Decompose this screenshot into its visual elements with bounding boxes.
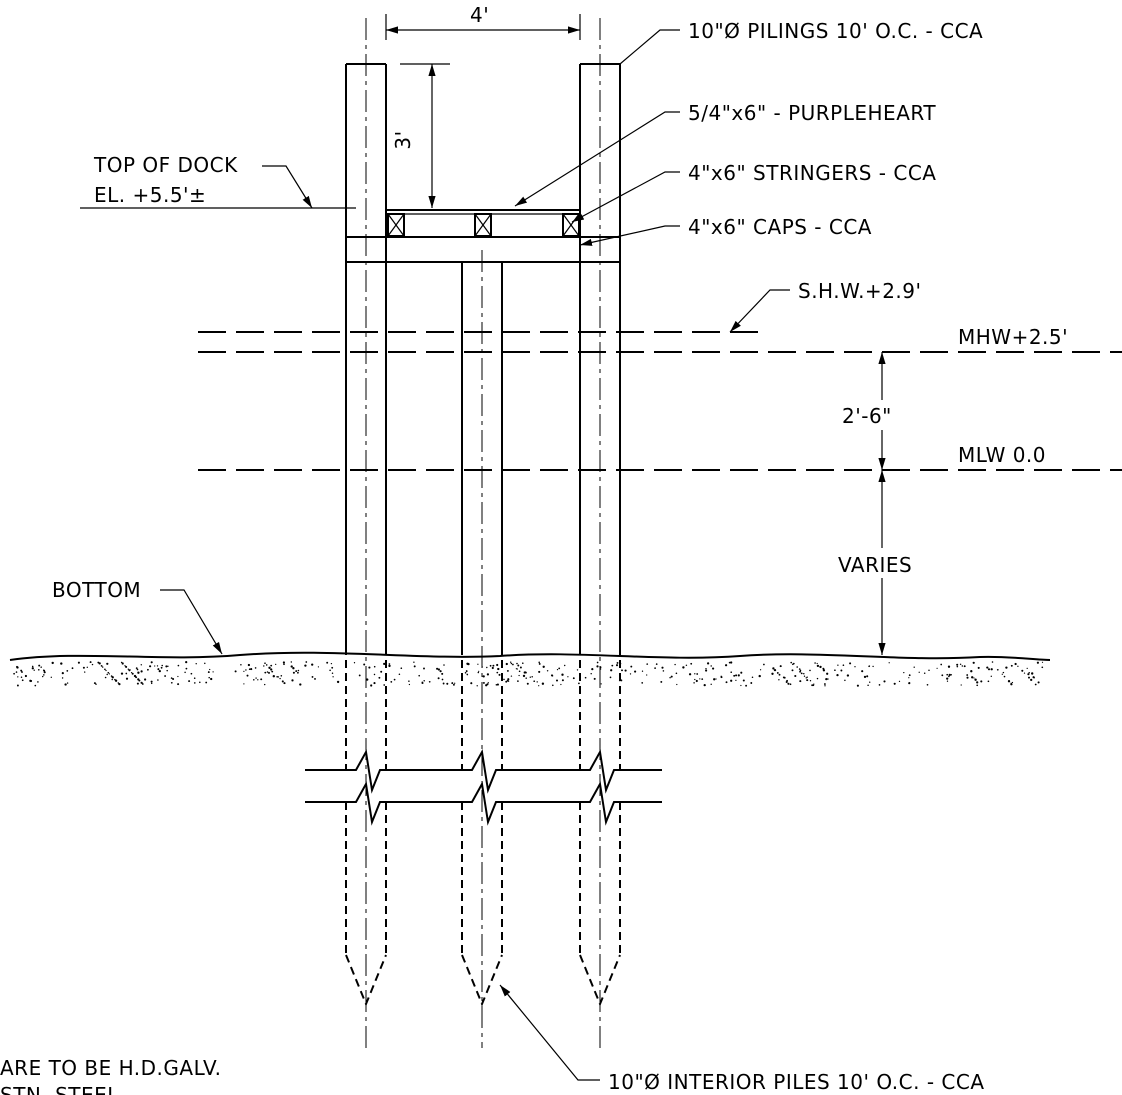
stringers-label: 4"x6" STRINGERS - CCA: [688, 161, 936, 185]
interior-pile: [461, 250, 503, 1048]
bottom-label: BOTTOM: [52, 578, 141, 602]
deck-framing: [346, 209, 620, 263]
pilings-label: 10"Ø PILINGS 10' O.C. - CCA: [688, 19, 983, 43]
callout-pilings: 10"Ø PILINGS 10' O.C. - CCA: [619, 19, 983, 65]
note-text: ARE TO BE H.D.GALV. STN. STEEL: [0, 1056, 222, 1095]
height-dim-label: 3': [391, 130, 415, 149]
shw-label: S.H.W.+2.9': [798, 279, 922, 303]
break-lines: [305, 748, 662, 826]
callout-stringers: 4"x6" STRINGERS - CCA: [571, 161, 936, 223]
left-piling: [345, 18, 387, 1048]
interior-piles-label: 10"Ø INTERIOR PILES 10' O.C. - CCA: [608, 1070, 985, 1094]
top-of-dock-el-label: EL. +5.5'±: [94, 183, 206, 207]
callout-caps: 4"x6" CAPS - CCA: [579, 215, 872, 246]
width-dimension: 4': [385, 3, 581, 40]
mhw-label: MHW+2.5': [958, 325, 1068, 349]
top-of-dock-label: TOP OF DOCK: [93, 153, 238, 177]
width-dim-label: 4': [470, 3, 489, 27]
callout-bottom: BOTTOM: [52, 578, 223, 655]
right-piling: [579, 18, 621, 1048]
decking-label: 5/4"x6" - PURPLEHEART: [688, 101, 936, 125]
height-dimension: 3': [391, 63, 450, 208]
stringer-middle: [474, 213, 492, 237]
caps-label: 4"x6" CAPS - CCA: [688, 215, 872, 239]
stringer-right: [562, 213, 580, 237]
callout-top-of-dock: TOP OF DOCK EL. +5.5'±: [80, 153, 356, 209]
water-levels: [198, 331, 1122, 471]
label-mhw: MHW+2.5': [958, 325, 1068, 349]
tide-dimension: 2'-6": [838, 352, 916, 470]
label-mlw: MLW 0.0: [958, 443, 1046, 467]
note-line-1: ARE TO BE H.D.GALV.: [0, 1056, 222, 1080]
embedded-piles: [345, 660, 621, 1007]
callout-shw: S.H.W.+2.9': [729, 279, 922, 333]
varies-dimension: VARIES: [832, 470, 934, 655]
tide-range-label: 2'-6": [842, 404, 892, 428]
note-line-2: STN. STEEL: [0, 1083, 119, 1095]
varies-label: VARIES: [838, 553, 912, 577]
stringer-left: [387, 213, 405, 237]
callout-decking: 5/4"x6" - PURPLEHEART: [514, 101, 936, 207]
seabed: [9, 651, 1051, 687]
callout-interior-piles: 10"Ø INTERIOR PILES 10' O.C. - CCA: [499, 984, 985, 1094]
mlw-label: MLW 0.0: [958, 443, 1046, 467]
